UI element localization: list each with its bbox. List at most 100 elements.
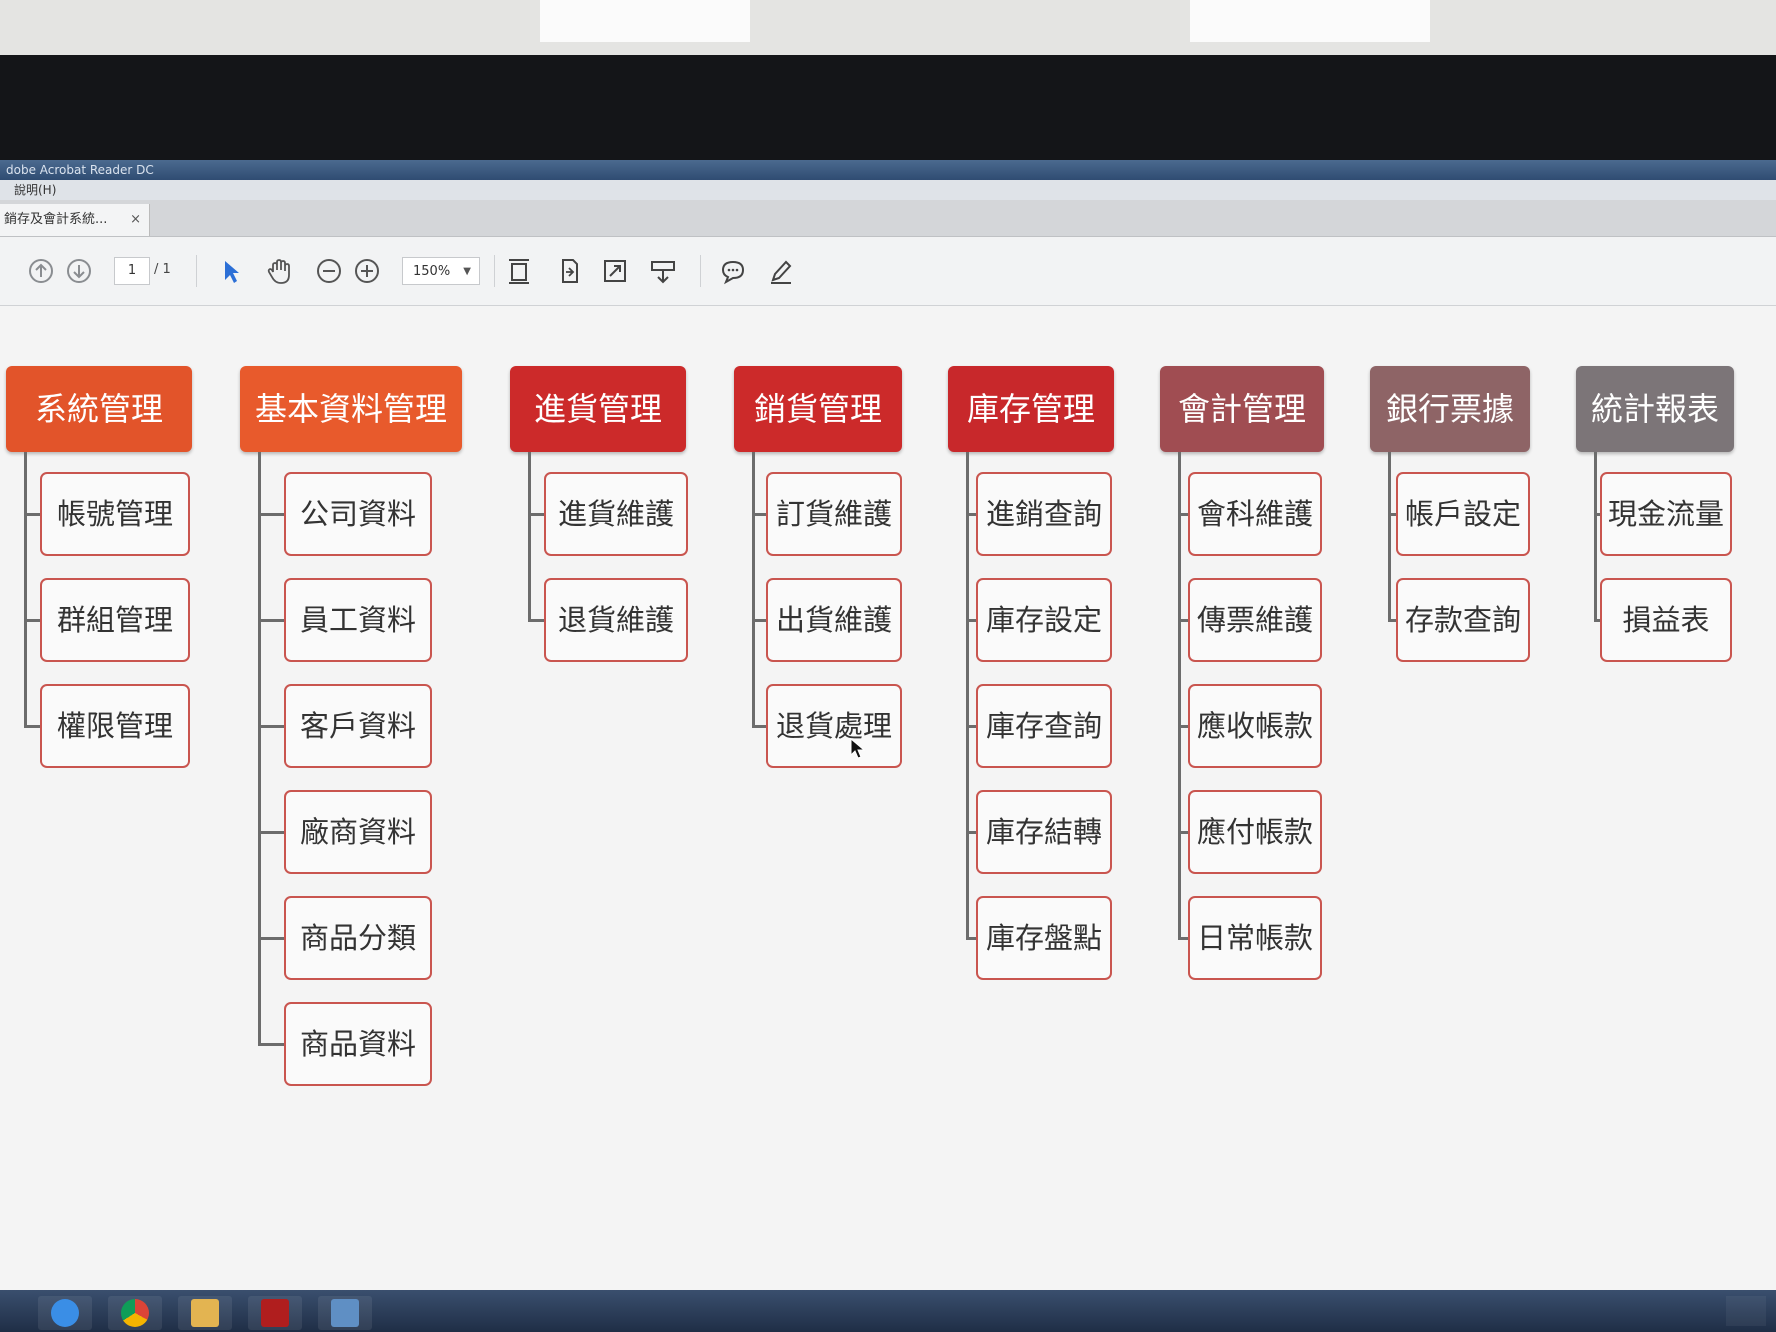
- connector-line: [1178, 831, 1188, 834]
- zoom-out-icon[interactable]: [314, 256, 344, 286]
- tab-bar: 銷存及會計系統... ×: [0, 200, 1776, 237]
- document-tab-label: 銷存及會計系統...: [4, 212, 108, 227]
- taskbar: [0, 1290, 1776, 1332]
- connector-line: [1594, 452, 1597, 622]
- window-title: dobe Acrobat Reader DC: [0, 160, 1776, 180]
- chart-child-node: 客戶資料: [284, 684, 432, 768]
- zoom-value: 150%: [413, 264, 451, 279]
- connector-line: [752, 619, 766, 622]
- chart-child-node: 訂貨維護: [766, 472, 902, 556]
- fit-page-icon[interactable]: [504, 256, 534, 286]
- connector-line: [258, 831, 284, 834]
- comment-icon[interactable]: [718, 256, 748, 286]
- chevron-down-icon: ▼: [463, 266, 471, 277]
- chart-child-node: 商品分類: [284, 896, 432, 980]
- ceiling-light: [540, 0, 750, 42]
- connector-line: [258, 725, 284, 728]
- document-page: 系統管理帳號管理群組管理權限管理基本資料管理公司資料員工資料客戶資料廠商資料商品…: [0, 306, 1776, 1290]
- chart-header-node: 進貨管理: [510, 366, 686, 452]
- ceiling-light: [1190, 0, 1430, 42]
- chart-child-node: 庫存結轉: [976, 790, 1112, 874]
- connector-line: [258, 937, 284, 940]
- connector-line: [24, 513, 40, 516]
- connector-line: [966, 513, 976, 516]
- connector-line: [1178, 619, 1188, 622]
- chart-child-node: 退貨處理: [766, 684, 902, 768]
- rotate-icon[interactable]: [554, 256, 584, 286]
- document-tab[interactable]: 銷存及會計系統... ×: [0, 204, 150, 236]
- connector-line: [966, 452, 969, 940]
- connector-line: [966, 725, 976, 728]
- chart-header-node: 銀行票據: [1370, 366, 1530, 452]
- toolbar: 1 / 1 150% ▼: [0, 237, 1776, 306]
- connector-line: [1178, 452, 1181, 940]
- connector-line: [966, 619, 976, 622]
- connector-line: [528, 452, 531, 622]
- connector-line: [1594, 619, 1600, 622]
- chart-child-node: 庫存盤點: [976, 896, 1112, 980]
- menu-bar: 說明(H): [0, 180, 1776, 200]
- system-tray: [1726, 1296, 1766, 1326]
- chart-child-node: 進貨維護: [544, 472, 688, 556]
- connector-line: [1178, 725, 1188, 728]
- connector-line: [24, 725, 40, 728]
- select-arrow-icon[interactable]: [216, 256, 246, 286]
- chart-header-node: 庫存管理: [948, 366, 1114, 452]
- chart-child-node: 公司資料: [284, 472, 432, 556]
- connector-line: [966, 831, 976, 834]
- close-tab-icon[interactable]: ×: [130, 212, 141, 227]
- connector-line: [258, 452, 261, 1046]
- connector-line: [1388, 452, 1391, 622]
- connector-line: [1594, 513, 1600, 516]
- ie-icon[interactable]: [38, 1296, 92, 1330]
- zoom-in-icon[interactable]: [352, 256, 382, 286]
- chart-child-node: 庫存設定: [976, 578, 1112, 662]
- connector-line: [24, 619, 40, 622]
- chart-child-node: 會科維護: [1188, 472, 1322, 556]
- chrome-icon[interactable]: [108, 1296, 162, 1330]
- connector-line: [752, 513, 766, 516]
- chart-child-node: 存款查詢: [1396, 578, 1530, 662]
- connector-line: [1178, 937, 1188, 940]
- toolbar-divider: [700, 255, 701, 287]
- mouse-cursor-icon: [850, 738, 866, 759]
- chart-header-node: 銷貨管理: [734, 366, 902, 452]
- acrobat-window: dobe Acrobat Reader DC 說明(H) 銷存及會計系統... …: [0, 160, 1776, 1290]
- files-icon[interactable]: [178, 1296, 232, 1330]
- chart-header-node: 基本資料管理: [240, 366, 462, 452]
- chart-child-node: 出貨維護: [766, 578, 902, 662]
- connector-line: [258, 619, 284, 622]
- chart-header-node: 會計管理: [1160, 366, 1324, 452]
- next-page-icon[interactable]: [64, 256, 94, 286]
- scroll-mode-icon[interactable]: [648, 256, 678, 286]
- hand-icon[interactable]: [264, 256, 294, 286]
- chart-child-node: 日常帳款: [1188, 896, 1322, 980]
- page-number-input[interactable]: 1: [114, 257, 150, 285]
- pen-icon[interactable]: [766, 256, 796, 286]
- connector-line: [258, 513, 284, 516]
- connector-line: [752, 452, 755, 728]
- network-icon[interactable]: [318, 1296, 372, 1330]
- zoom-select[interactable]: 150% ▼: [402, 257, 480, 285]
- chart-child-node: 權限管理: [40, 684, 190, 768]
- connector-line: [258, 1043, 284, 1046]
- connector-line: [24, 452, 27, 728]
- connector-line: [528, 619, 544, 622]
- chart-header-node: 統計報表: [1576, 366, 1734, 452]
- chart-child-node: 應付帳款: [1188, 790, 1322, 874]
- chart-child-node: 帳戶設定: [1396, 472, 1530, 556]
- chart-child-node: 損益表: [1600, 578, 1732, 662]
- chart-child-node: 應收帳款: [1188, 684, 1322, 768]
- connector-line: [528, 513, 544, 516]
- acrobat-icon[interactable]: [248, 1296, 302, 1330]
- connector-line: [752, 725, 766, 728]
- chart-child-node: 進銷查詢: [976, 472, 1112, 556]
- full-screen-icon[interactable]: [600, 256, 630, 286]
- chart-child-node: 廠商資料: [284, 790, 432, 874]
- connector-line: [1388, 619, 1396, 622]
- chart-child-node: 商品資料: [284, 1002, 432, 1086]
- page-total: / 1: [154, 262, 171, 277]
- connector-line: [1178, 513, 1188, 516]
- menu-item-help[interactable]: 說明(H): [14, 183, 57, 197]
- prev-page-icon[interactable]: [26, 256, 56, 286]
